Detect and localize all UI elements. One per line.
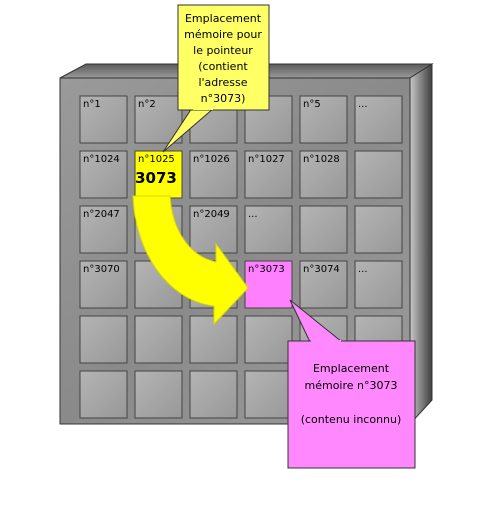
pointer-callout-box [177,4,270,111]
memory-cell-label: n°1024 [83,154,120,165]
callout-line: l'adresse [198,76,247,89]
memory-cell-label: ... [248,209,258,220]
memory-cell-label: ... [358,264,368,275]
memory-cell [244,260,293,309]
memory-cell-label: ... [358,99,368,110]
memory-cell [244,150,293,199]
memory-cell [189,205,238,254]
callout-line: mémoire pour [184,28,262,41]
pointer-callout-text: Emplacement mémoire pour le pointeur (conti… [184,12,262,105]
memory-cell [244,370,293,419]
memory-cell-label: n°3070 [83,264,120,275]
target-callout-box [287,340,416,469]
callout-line: le pointeur [193,44,253,57]
pointer-value: 3073 [135,169,177,187]
callout-line: Emplacement [185,12,262,25]
memory-cell-label: n°3073 [248,264,285,275]
pointer-arrow [132,195,249,326]
memory-cell [79,205,128,254]
memory-cell [134,315,183,364]
memory-cell [189,370,238,419]
memory-cell [134,95,183,144]
pointer-callout: Emplacement mémoire pour le pointeur (conti… [162,4,270,153]
memory-cell [354,95,403,144]
memory-cell [79,150,128,199]
memory-cell [189,150,238,199]
callout-line: mémoire n°3073 [305,379,398,392]
memory-cell [354,150,403,199]
memory-cell-label: n°3074 [303,264,340,275]
memory-cell-label: n°1 [83,99,101,110]
memory-cell [244,205,293,254]
memory-cell-label: n°2 [138,99,156,110]
callout-line: Emplacement [313,362,390,375]
memory-cell [299,260,348,309]
memory-cell-label: n°5 [303,99,321,110]
memory-cell [244,315,293,364]
memory-cell-label: n°2047 [83,209,120,220]
memory-cell [79,260,128,309]
memory-cell [79,95,128,144]
memory-cell [299,150,348,199]
memory-cell-label: n°1026 [193,154,230,165]
memory-cell [79,370,128,419]
memory-cell-label: n°1025 [138,154,175,165]
memory-cell-label: n°1027 [248,154,285,165]
memory-cell [299,205,348,254]
memory-cell [354,260,403,309]
memory-cell [299,95,348,144]
callout-line: n°3073) [201,92,246,105]
memory-cell [134,370,183,419]
memory-cell-label: n°2049 [193,209,230,220]
memory-cell [79,315,128,364]
callout-line: (contenu inconnu) [301,413,402,426]
target-callout: Emplacement mémoire n°3073 (contenu inconn… [287,299,416,469]
memory-cell-label: n°1028 [303,154,340,165]
memory-cell [354,205,403,254]
callout-line: (contient [198,60,248,73]
target-callout-text: Emplacement mémoire n°3073 (contenu inconn… [301,362,402,426]
